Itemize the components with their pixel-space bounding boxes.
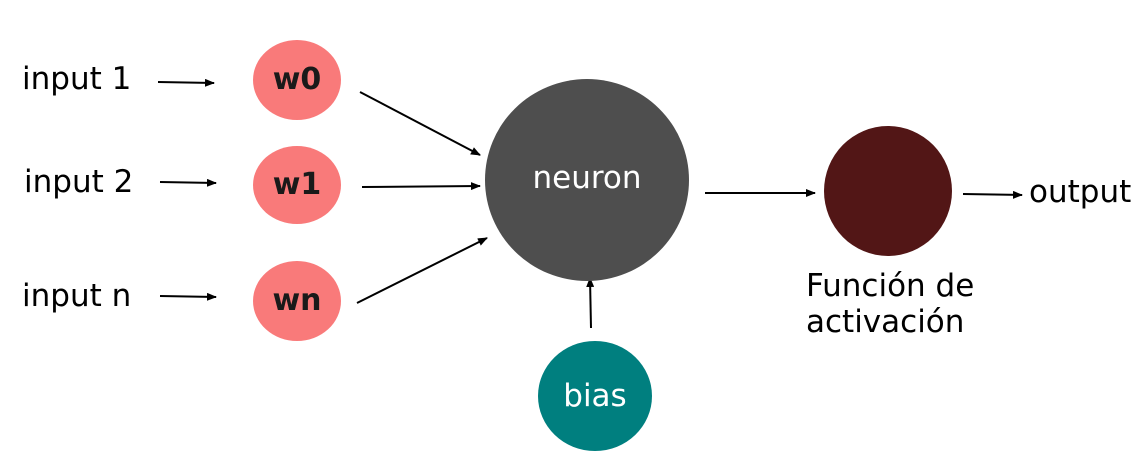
weight-wn-label: wn (272, 283, 322, 318)
weight-node-wn: wn (253, 261, 341, 341)
activation-label-line2: activación (806, 304, 965, 340)
arrow-bias-to-neuron (586, 277, 595, 329)
arrow-wn-to-neuron (356, 237, 488, 304)
weight-node-w1: w1 (253, 146, 341, 224)
bias-node: bias (538, 341, 652, 451)
arrow-w1-to-neuron (361, 182, 481, 191)
arrow-input2-to-w1 (159, 178, 217, 187)
weight-w1-label: w1 (272, 167, 322, 202)
input-n-label: input n (22, 278, 132, 314)
input-1-label: input 1 (22, 61, 132, 97)
neuron-node: neuron (485, 79, 689, 281)
neuron-label: neuron (532, 159, 642, 196)
activation-function-label: Función de activación (806, 268, 974, 340)
arrow-w0-to-neuron (359, 91, 481, 156)
arrow-inputn-to-wn (159, 292, 217, 301)
arrow-activation-to-output (962, 190, 1023, 199)
input-2-label: input 2 (24, 164, 134, 200)
bias-label: bias (563, 377, 627, 414)
output-label: output (1029, 174, 1132, 210)
activation-function-node (824, 126, 952, 256)
arrow-input1-to-w0 (157, 78, 215, 87)
activation-label-line1: Función de (806, 268, 975, 304)
weight-node-w0: w0 (253, 40, 341, 120)
weight-w0-label: w0 (272, 62, 322, 97)
